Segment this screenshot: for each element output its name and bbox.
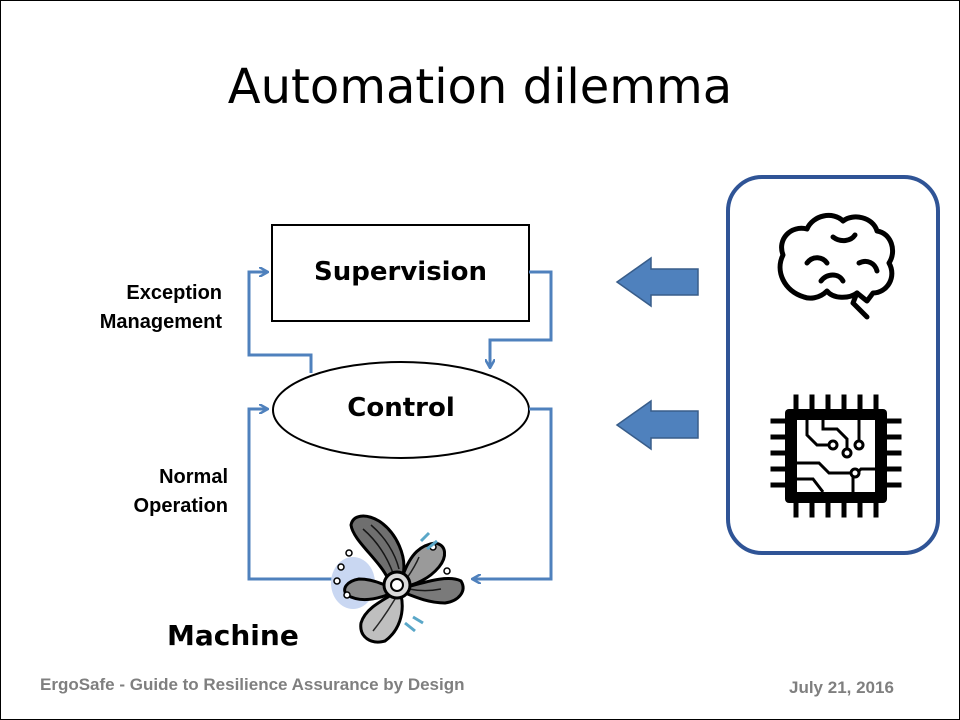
propeller-icon [331,514,465,644]
supervision-label: Supervision [314,257,487,287]
control-label: Control [347,393,455,423]
footer-left: ErgoSafe - Guide to Resilience Assurance… [40,675,465,694]
exception-loop-connector [247,272,313,373]
normal-label-line2: Operation [133,495,228,517]
left-arrow-icon [615,399,699,451]
exception-management-label: Exception Management [61,279,222,337]
brain-icon [777,212,895,320]
control-to-machine-connector [473,407,553,579]
exception-label-line1: Exception [126,282,222,304]
footer-date: July 21, 2016 [789,678,894,697]
normal-operation-label: Normal Operation [61,463,228,521]
supervision-to-control-connector [490,270,553,367]
exception-label-line2: Management [99,311,222,333]
normal-label-line1: Normal [159,466,228,488]
machine-label: Machine [167,619,299,652]
supervision-box [271,224,530,322]
left-arrow-icon [615,256,699,308]
slide-title: Automation dilemma [227,59,733,115]
normal-loop-connector [247,409,334,581]
agent-panel [726,175,940,555]
microchip-icon [770,394,902,518]
